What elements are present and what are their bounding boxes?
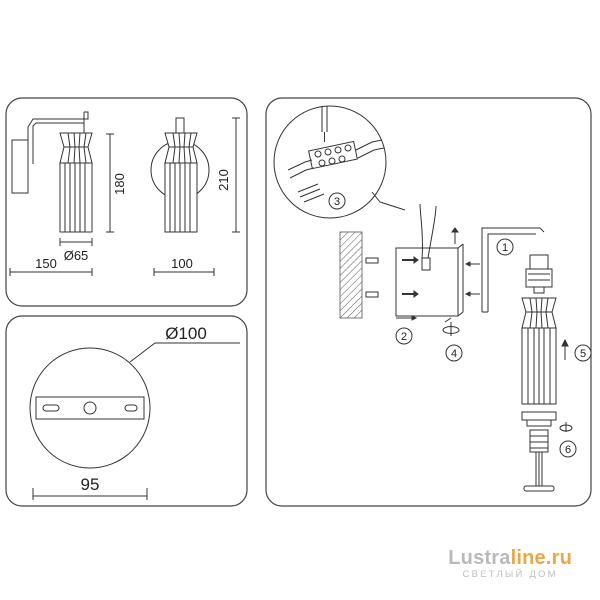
watermark-brand-part1: Lustra <box>448 547 511 569</box>
watermark-brand-part2: line.ru <box>510 547 572 569</box>
step-5-badge <box>574 344 592 362</box>
step-1-badge <box>496 238 514 256</box>
step-4-label: 4 <box>451 348 457 360</box>
watermark-tagline: СВЕТЛЫЙ ДОМ <box>462 569 558 580</box>
step-1-label: 1 <box>502 242 508 254</box>
dim-canopy-diameter: Ø100 <box>165 324 207 343</box>
panel-installation-steps <box>265 97 592 507</box>
step-6-badge <box>559 440 577 458</box>
watermark-logo: Lustraline.ru СВЕТЛЫЙ ДОМ <box>448 548 572 580</box>
wall-hatched <box>339 231 363 319</box>
step-3-label: 3 <box>334 196 340 208</box>
side-view <box>9 111 114 276</box>
wiring-detail-zoom <box>273 105 406 219</box>
step-2-badge <box>395 327 413 345</box>
step-2-label: 2 <box>401 331 407 343</box>
dim-canopy-plate-95: 95 <box>81 475 100 494</box>
step-3-badge <box>328 192 346 210</box>
dim-width-100: 100 <box>171 256 193 271</box>
lamp-exploded <box>521 254 573 492</box>
bracket-arm <box>464 227 545 313</box>
step-badges <box>328 192 592 458</box>
canopy-view <box>29 342 240 500</box>
step-5-label: 5 <box>580 348 586 360</box>
front-view <box>150 117 240 276</box>
dim-height-210: 210 <box>216 169 231 191</box>
panel-canopy-view <box>5 315 248 507</box>
mounting-plate <box>395 203 464 336</box>
dim-shade-diameter: Ø65 <box>64 248 89 263</box>
watermark-brand: Lustraline.ru <box>448 548 572 568</box>
dim-height-180: 180 <box>112 173 127 195</box>
wall-dowels <box>365 257 379 298</box>
panel-side-front-views <box>5 97 248 307</box>
step-6-label: 6 <box>565 444 571 456</box>
dim-projection-150: 150 <box>35 256 57 271</box>
step-4-badge <box>445 344 463 362</box>
